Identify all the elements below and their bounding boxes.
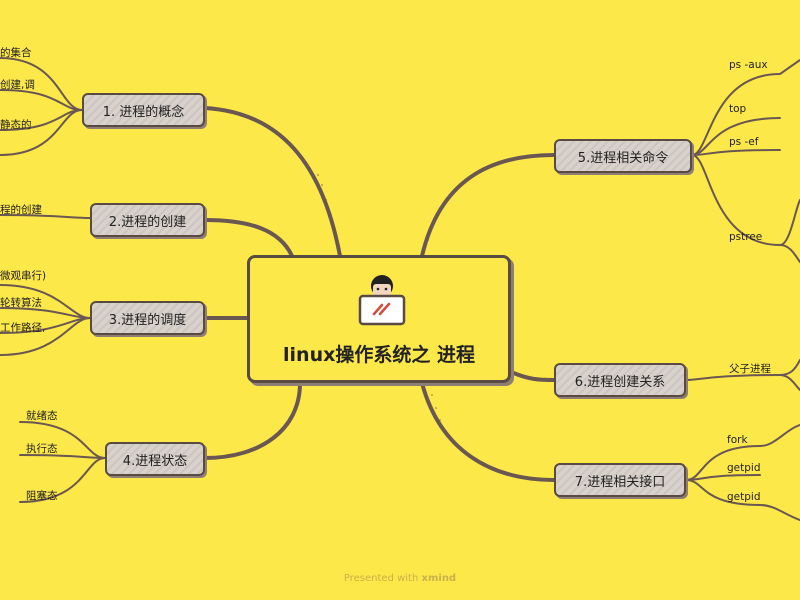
leaf-5-3[interactable]: ps -ef <box>729 136 759 148</box>
branch-node-3[interactable]: 3.进程的调度 <box>90 301 205 335</box>
branch-node-2[interactable]: 2.进程的创建 <box>90 203 205 237</box>
leaf-1-2[interactable]: 创建,调 <box>0 79 35 91</box>
leaf-4-3[interactable]: 阻塞态 <box>26 490 58 502</box>
leaf-4-1[interactable]: 就绪态 <box>26 410 58 422</box>
connector-branch-5 <box>420 153 556 258</box>
branch-node-5[interactable]: 5.进程相关命令 <box>554 139 692 173</box>
connector-branch-7 <box>420 381 556 482</box>
connector-branch-4 <box>203 381 302 460</box>
leaf-5-4[interactable]: pstree <box>729 231 763 243</box>
leaf-2-1[interactable]: 程的创建 <box>0 204 42 216</box>
branch-node-4[interactable]: 4.进程状态 <box>105 442 205 476</box>
leaf-5-2[interactable]: top <box>729 103 747 115</box>
leaf-4-2[interactable]: 执行态 <box>26 443 58 455</box>
person-laptop-icon <box>354 272 410 328</box>
leaf-6-1[interactable]: 父子进程 <box>729 363 771 375</box>
leaf-7-3[interactable]: getpid <box>727 491 761 503</box>
branch-node-7[interactable]: 7.进程相关接口 <box>554 463 686 497</box>
connector-branch-2 <box>203 218 294 258</box>
leaf-3-3[interactable]: 工作路径, <box>0 322 46 334</box>
leaf-1-1[interactable]: 的集合 <box>0 47 32 59</box>
footer-brand: xmind <box>421 573 457 584</box>
leaf-1-3[interactable]: 静态的 <box>0 119 32 131</box>
central-topic[interactable]: linux操作系统之 进程 <box>247 255 511 383</box>
branch-node-1[interactable]: 1. 进程的概念 <box>82 93 205 127</box>
presented-with-footer: Presented with xmind <box>0 573 800 584</box>
branch-node-6[interactable]: 6.进程创建关系 <box>554 363 686 397</box>
leaf-7-2[interactable]: getpid <box>727 462 761 474</box>
leaf-5-1[interactable]: ps -aux <box>729 59 768 71</box>
leaf-3-2[interactable]: 轮转算法 <box>0 297 42 309</box>
connector-branch-6 <box>509 370 556 382</box>
connector-branch-1 <box>203 106 342 258</box>
leaf-3-1[interactable]: 微观串行) <box>0 270 47 282</box>
leaf-7-1[interactable]: fork <box>727 434 748 446</box>
central-topic-title: linux操作系统之 进程 <box>283 344 475 366</box>
footer-prefix: Presented with <box>343 573 419 584</box>
